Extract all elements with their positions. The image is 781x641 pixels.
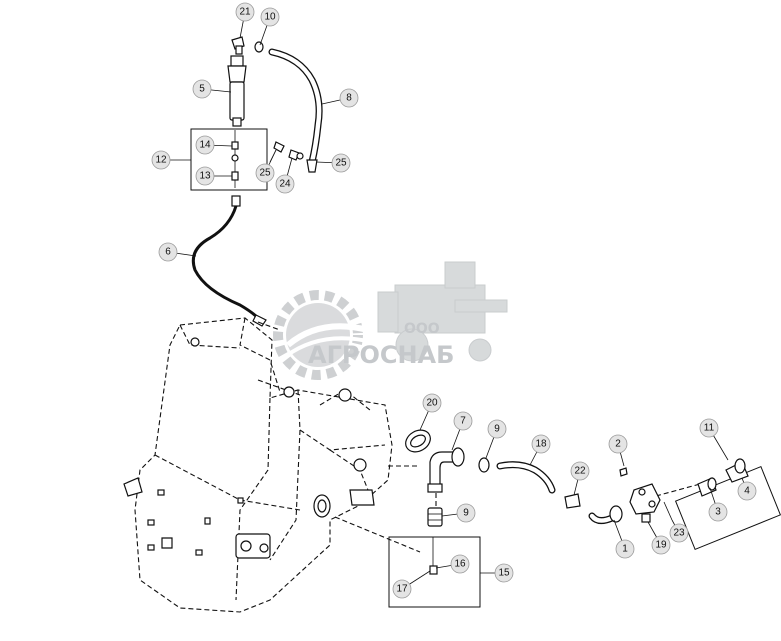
callout-label-17: 17 [396,584,408,595]
callout-bubble-25 [331,153,351,173]
callout-label-9: 9 [463,508,469,519]
coupler-4 [725,458,749,483]
callout-bubble-22 [570,461,590,481]
callout-label-2: 2 [615,439,621,450]
callout-bubble-16 [450,554,470,574]
group-box-2 [674,466,781,550]
callout-label-12: 12 [155,155,167,166]
nut-9-left [478,457,490,473]
callout-bubble-2 [608,434,628,454]
callout-bubble-23 [669,523,689,543]
hose-8 [268,48,323,173]
callout-label-7: 7 [460,416,466,427]
callout-label-4: 4 [744,486,750,497]
callout-label-24: 24 [279,179,291,190]
combine-harvester-icon [377,261,508,362]
callout-label-25: 25 [259,168,271,179]
inner-fittings-15 [429,537,438,575]
pipe-6 [191,195,267,327]
callout-label-8: 8 [346,93,352,104]
callout-label-6: 6 [165,247,171,258]
callout-bubble-17 [392,579,412,599]
callout-label-20: 20 [426,398,438,409]
callout-bubble-14 [195,135,215,155]
callout-bubble-21 [235,2,255,22]
callout-bubble-10 [260,7,280,27]
hose-18 [496,461,556,494]
callout-label-19: 19 [655,540,667,551]
callout-label-10: 10 [264,12,276,23]
dash-link-pipe [257,321,281,331]
callout-bubble-13 [195,166,215,186]
group-box-15 [388,536,481,608]
watermark: ООО АГРОСНАБ [273,261,508,380]
watermark-brand-name: АГРОСНАБ [308,341,454,369]
gear-logo-icon [273,290,373,380]
clamp-24 [288,149,304,161]
callout-bubble-11 [699,418,719,438]
elbow-1 [588,505,623,525]
callout-label-3: 3 [715,507,721,518]
callout-bubble-7 [453,411,473,431]
nut-9-right [564,493,581,509]
callout-bubble-20 [422,393,442,413]
callout-label-11: 11 [704,423,715,434]
callout-bubble-5 [192,79,212,99]
filter-5 [227,55,247,127]
callout-label-18: 18 [535,439,547,450]
fitting-11 [427,507,443,527]
gasket-20 [405,429,431,453]
watermark-company-type: ООО [404,321,440,337]
callout-bubble-3 [708,502,728,522]
callout-label-16: 16 [454,559,466,570]
frame-details [123,337,375,559]
callout-bubble-8 [339,88,359,108]
callout-bubble-19 [651,535,671,555]
callout-bubble-15 [494,563,514,583]
callout-label-22: 22 [574,466,586,477]
callout-bubble-9 [487,419,507,439]
callout-label-5: 5 [199,84,205,95]
callout-bubble-6 [158,242,178,262]
callout-bubble-18 [531,434,551,454]
callout-label-1: 1 [622,544,628,555]
coupler-3 [697,477,717,497]
callout-label-21: 21 [239,7,251,18]
callout-label-13: 13 [199,171,211,182]
elbow-7 [427,447,465,493]
callout-label-14: 14 [199,140,211,151]
nut-10 [254,41,264,53]
dash-link-15 [334,516,421,553]
callout-bubble-25 [255,163,275,183]
callout-label-25: 25 [335,158,347,169]
callout-label-15: 15 [498,568,510,579]
callout-bubble-24 [275,174,295,194]
fitting-21 [231,36,245,55]
callout-bubble-4 [737,481,757,501]
valve-body [619,467,673,523]
callout-bubble-1 [615,539,635,559]
inner-fittings-12 [231,130,239,188]
group-box-12 [190,128,268,191]
callout-label-23: 23 [673,528,685,539]
callout-label-9: 9 [494,424,500,435]
callout-bubble-12 [151,150,171,170]
callout-bubble-9 [456,503,476,523]
